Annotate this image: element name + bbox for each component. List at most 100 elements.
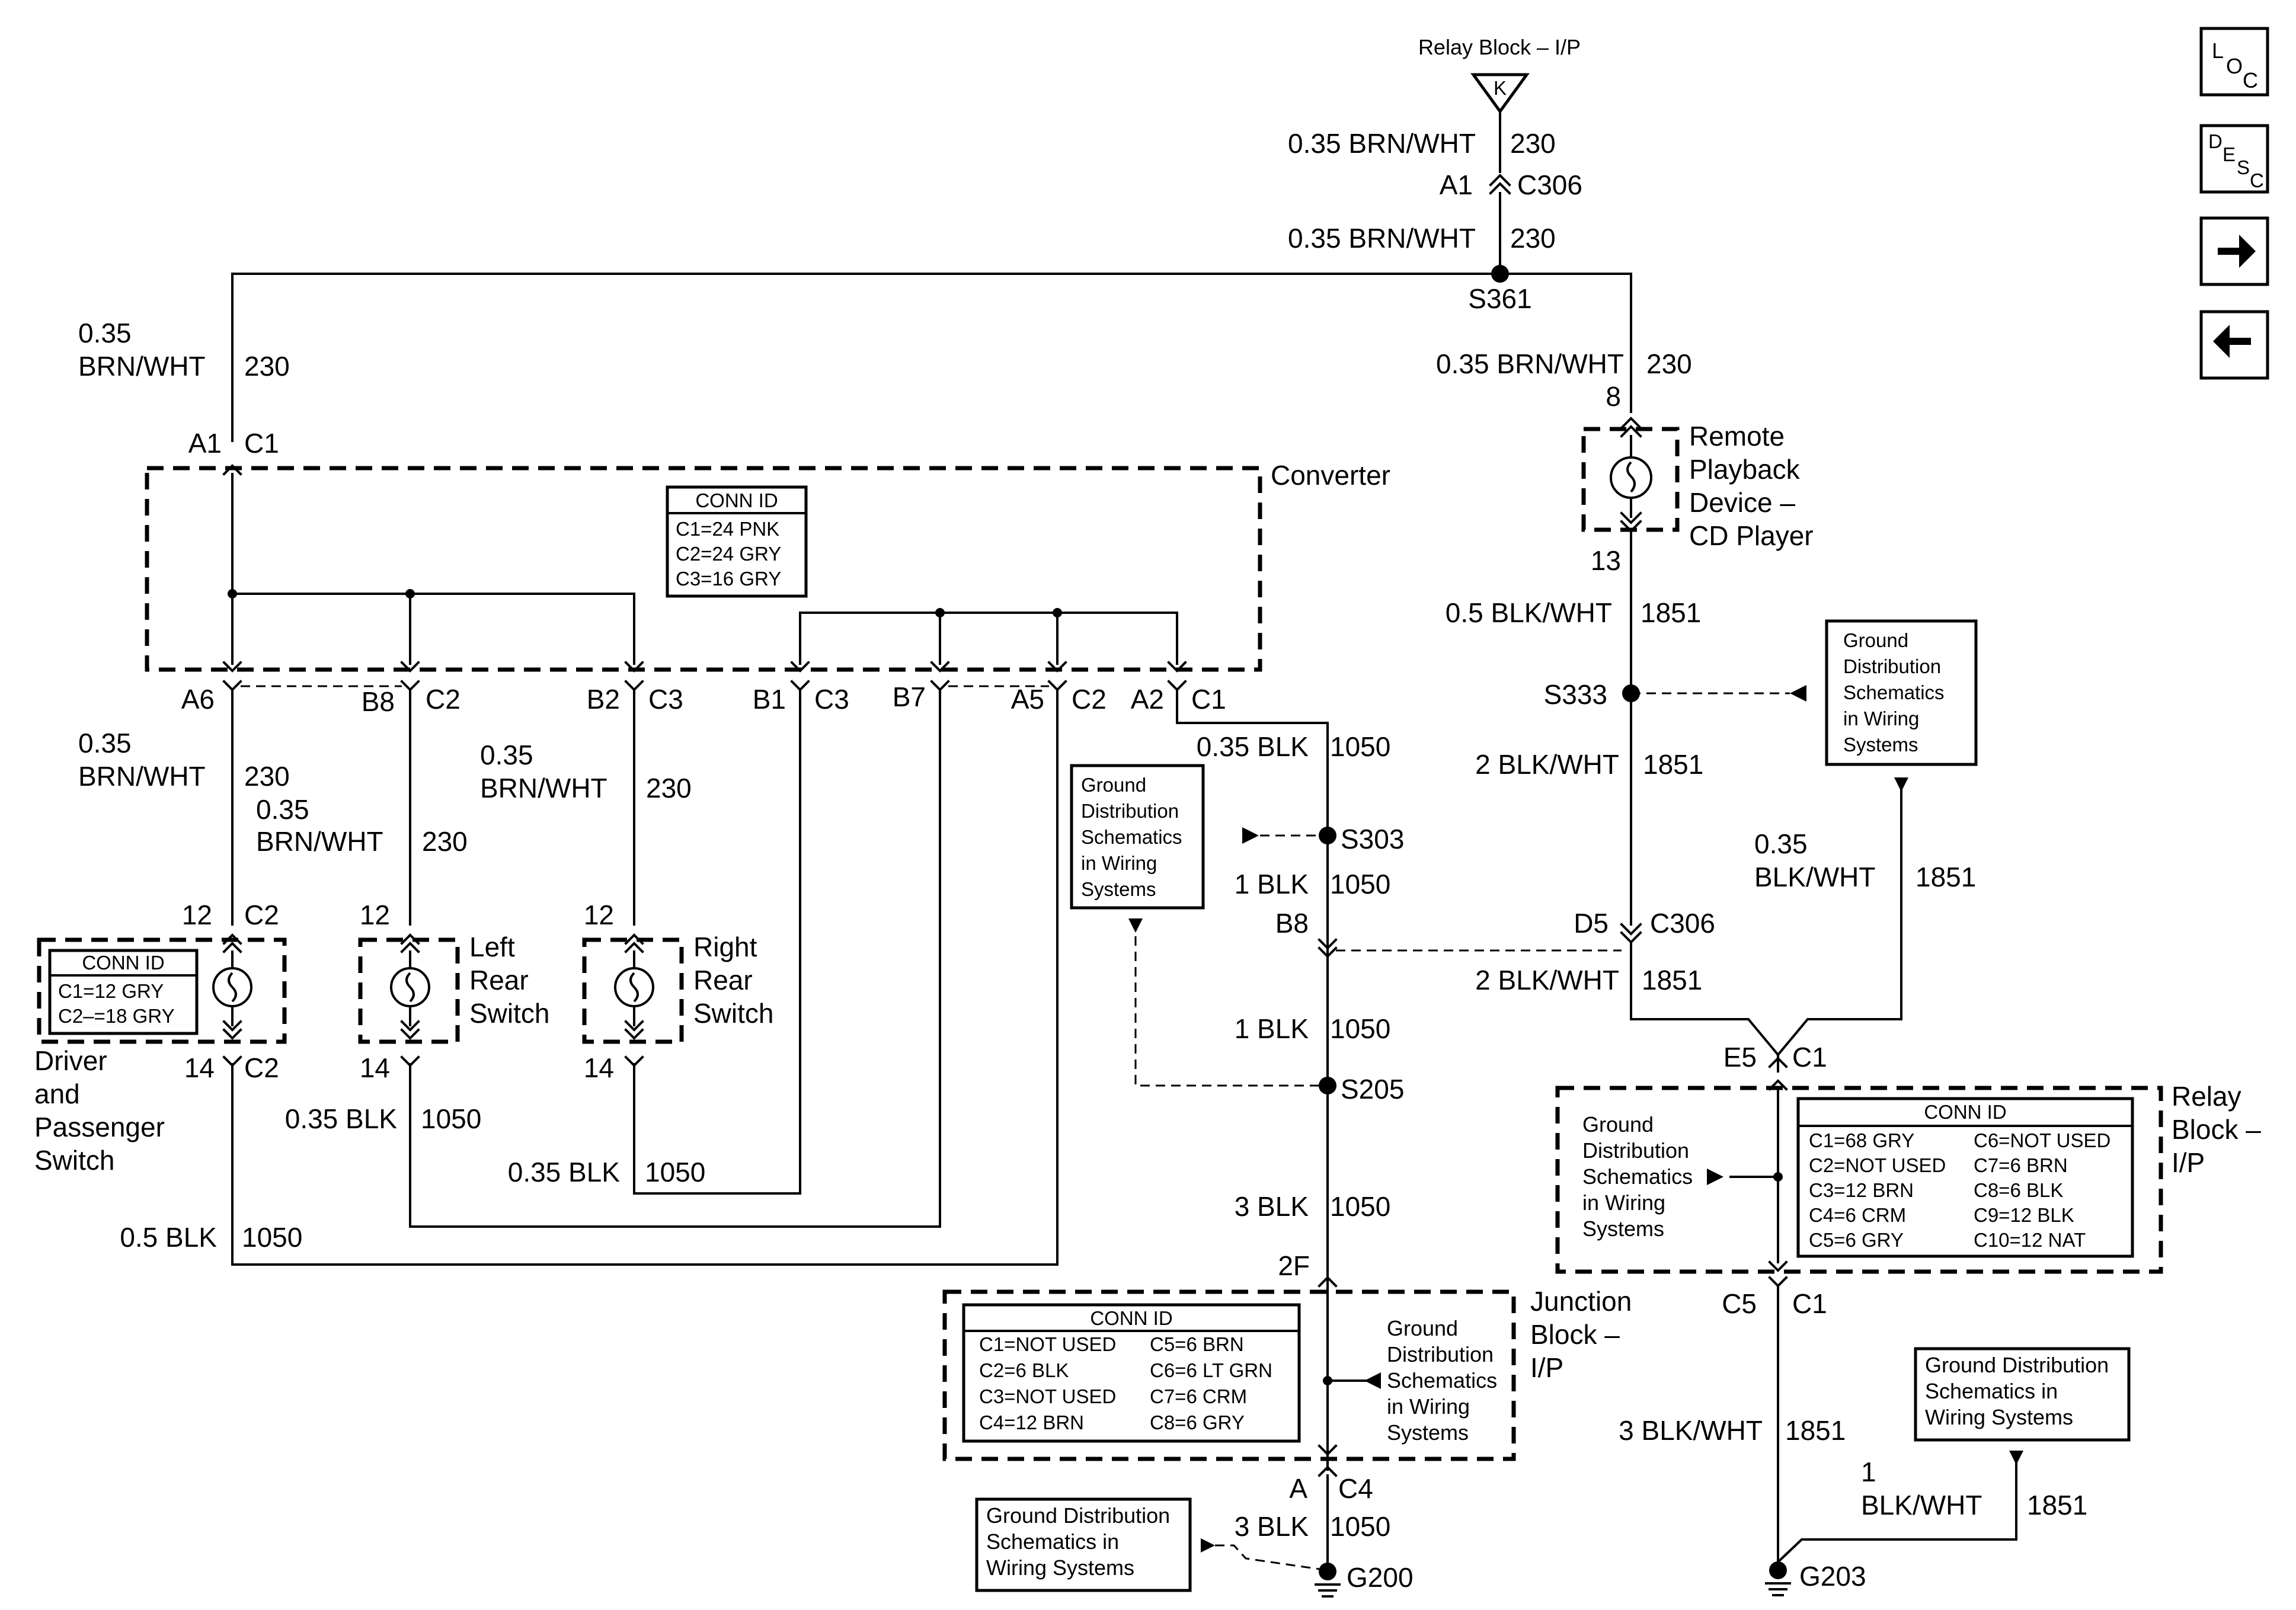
svg-text:1851: 1851 (1916, 862, 1976, 892)
svg-text:230: 230 (244, 351, 290, 382)
svg-text:1050: 1050 (1330, 731, 1390, 762)
svg-text:Ground: Ground (1582, 1112, 1654, 1137)
svg-text:Ground Distribution: Ground Distribution (986, 1503, 1170, 1528)
svg-text:Schematics: Schematics (1582, 1164, 1693, 1189)
svg-text:Wiring Systems: Wiring Systems (986, 1555, 1134, 1580)
svg-text:C: C (2250, 169, 2264, 191)
svg-text:A2: A2 (1131, 684, 1164, 715)
svg-text:C2=6 BLK: C2=6 BLK (979, 1359, 1069, 1381)
svg-text:A1: A1 (188, 428, 222, 459)
svg-text:Schematics: Schematics (1843, 681, 1945, 703)
svg-text:1: 1 (1861, 1457, 1876, 1487)
svg-text:1050: 1050 (1330, 1191, 1390, 1222)
svg-text:Playback: Playback (1689, 454, 1801, 485)
svg-text:B1: B1 (753, 684, 786, 715)
svg-text:B7: B7 (893, 681, 926, 712)
ground-ref-box-6[interactable]: Ground Distribution Schematics in Wiring… (1914, 1347, 2131, 1442)
svg-text:C8=6 BLK: C8=6 BLK (1974, 1179, 2063, 1201)
svg-text:3 BLK/WHT: 3 BLK/WHT (1619, 1415, 1763, 1446)
svg-text:C5=6 BRN: C5=6 BRN (1150, 1333, 1244, 1355)
svg-text:E5: E5 (1723, 1042, 1757, 1073)
svg-text:CONN ID: CONN ID (1090, 1307, 1172, 1329)
svg-text:BRN/WHT: BRN/WHT (78, 351, 206, 382)
svg-text:230: 230 (422, 826, 468, 857)
next-arrow-button[interactable] (2199, 216, 2269, 286)
svg-text:Systems: Systems (1582, 1217, 1664, 1241)
svg-text:1050: 1050 (1330, 1511, 1390, 1542)
svg-text:C6=NOT USED: C6=NOT USED (1974, 1129, 2110, 1151)
svg-text:1 BLK: 1 BLK (1235, 1013, 1309, 1044)
remote-playback-device (1581, 417, 1680, 533)
ground-ref-box-1[interactable]: Ground Distribution Schematics in Wiring… (1070, 764, 1205, 910)
svg-text:C2: C2 (244, 1052, 279, 1083)
svg-text:in Wiring: in Wiring (1081, 852, 1157, 874)
svg-text:I/P: I/P (2172, 1147, 2205, 1178)
svg-text:C10=12 NAT: C10=12 NAT (1974, 1229, 2086, 1251)
svg-text:Device –: Device – (1689, 487, 1795, 518)
svg-text:1 BLK: 1 BLK (1235, 869, 1309, 900)
prev-arrow-button[interactable] (2199, 310, 2269, 380)
svg-text:1050: 1050 (242, 1222, 302, 1253)
relay-block-ip (1555, 1079, 2163, 1274)
svg-text:C4: C4 (1338, 1473, 1373, 1504)
svg-text:C2–=18 GRY: C2–=18 GRY (58, 1005, 175, 1027)
ground-g200 (1319, 1563, 1336, 1580)
ground-ref-box-4[interactable]: Ground Distribution Schematics in Wiring… (1825, 619, 1978, 766)
svg-text:C2: C2 (1072, 684, 1107, 715)
svg-text:and: and (34, 1078, 80, 1109)
svg-text:Junction: Junction (1530, 1286, 1632, 1317)
ground-ref-box-5[interactable]: Ground Distribution Schematics in Wiring… (975, 1497, 1192, 1592)
svg-text:L: L (2212, 39, 2224, 63)
svg-text:Schematics: Schematics (1387, 1368, 1497, 1393)
svg-text:0.35 BRN/WHT: 0.35 BRN/WHT (1288, 223, 1476, 254)
svg-text:1050: 1050 (1330, 869, 1390, 900)
svg-text:14: 14 (360, 1052, 390, 1083)
driver-passenger-switch (37, 933, 287, 1044)
svg-text:C1: C1 (244, 428, 279, 459)
svg-text:1050: 1050 (1330, 1013, 1390, 1044)
svg-text:C1=68 GRY: C1=68 GRY (1809, 1129, 1914, 1151)
svg-text:S361: S361 (1468, 283, 1531, 314)
svg-text:0.35: 0.35 (1754, 828, 1808, 859)
svg-text:C2: C2 (244, 900, 279, 930)
svg-text:13: 13 (1591, 545, 1621, 576)
svg-text:0.35 BRN/WHT: 0.35 BRN/WHT (1436, 348, 1624, 379)
svg-text:in Wiring: in Wiring (1582, 1190, 1665, 1215)
svg-text:B8: B8 (362, 686, 395, 717)
svg-text:A: A (1289, 1473, 1307, 1504)
svg-text:Ground Distribution: Ground Distribution (1925, 1353, 2109, 1377)
svg-text:Ground: Ground (1081, 774, 1146, 796)
svg-text:Right: Right (693, 932, 757, 962)
svg-text:I/P: I/P (1530, 1352, 1563, 1383)
svg-text:230: 230 (1510, 223, 1556, 254)
svg-text:CONN ID: CONN ID (1924, 1101, 2006, 1123)
splice-s361 (1491, 265, 1509, 283)
svg-text:2 BLK/WHT: 2 BLK/WHT (1475, 965, 1619, 996)
loc-button[interactable]: LOC (2199, 27, 2269, 97)
svg-text:8: 8 (1606, 381, 1621, 412)
svg-text:0.5 BLK: 0.5 BLK (120, 1222, 217, 1253)
svg-text:BRN/WHT: BRN/WHT (78, 761, 206, 792)
svg-text:Distribution: Distribution (1582, 1138, 1689, 1163)
svg-text:BLK/WHT: BLK/WHT (1861, 1490, 1982, 1521)
svg-text:C2=NOT USED: C2=NOT USED (1809, 1154, 1946, 1176)
svg-text:Block –: Block – (1530, 1319, 1620, 1350)
svg-text:C8=6 GRY: C8=6 GRY (1150, 1411, 1245, 1433)
svg-text:2 BLK/WHT: 2 BLK/WHT (1475, 749, 1619, 780)
svg-text:D5: D5 (1574, 908, 1609, 939)
svg-text:Left: Left (469, 932, 515, 962)
splice-s205 (1319, 1077, 1336, 1094)
svg-text:12: 12 (182, 900, 212, 930)
relay-block-conn-id-table: CONN ID C1=68 GRY C2=NOT USED C3=12 BRN … (1796, 1097, 2134, 1258)
svg-text:CONN ID: CONN ID (82, 952, 164, 974)
svg-text:A6: A6 (181, 684, 215, 715)
svg-text:in Wiring: in Wiring (1387, 1394, 1470, 1419)
svg-text:D: D (2208, 130, 2223, 152)
svg-text:0.35 BLK: 0.35 BLK (508, 1157, 621, 1188)
svg-text:CD Player: CD Player (1689, 520, 1814, 551)
svg-text:14: 14 (584, 1052, 614, 1083)
svg-text:1050: 1050 (645, 1157, 705, 1188)
svg-text:CONN ID: CONN ID (695, 489, 778, 511)
svg-text:Schematics: Schematics (1081, 826, 1182, 848)
